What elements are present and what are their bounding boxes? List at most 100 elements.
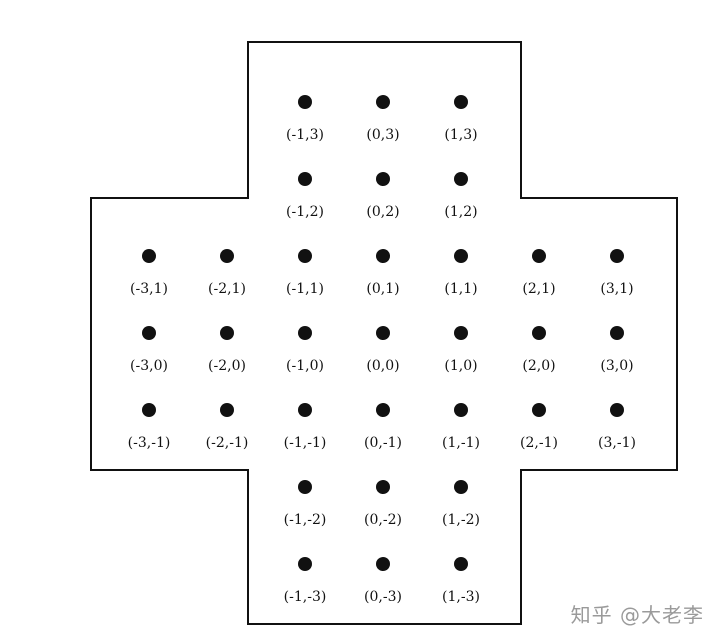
- peg-dot: [220, 326, 234, 340]
- peg-dot: [454, 95, 468, 109]
- coordinate-label: (0,1): [366, 281, 399, 297]
- board-point: (2,-1): [520, 403, 558, 451]
- watermark: 知乎 @大老李: [570, 603, 704, 627]
- coordinate-label: (3,1): [600, 281, 633, 297]
- coordinate-label: (-3,0): [130, 358, 168, 374]
- peg-dot: [454, 172, 468, 186]
- coordinate-label: (-3,-1): [128, 435, 171, 451]
- peg-dot: [298, 557, 312, 571]
- board-point: (1,2): [444, 172, 478, 220]
- peg-dot: [376, 557, 390, 571]
- peg-dot: [610, 403, 624, 417]
- board-point: (0,3): [366, 95, 400, 143]
- board-point: (1,1): [444, 249, 478, 297]
- coordinate-label: (-1,-1): [284, 435, 327, 451]
- board-point: (3,1): [600, 249, 634, 297]
- board-point: (-3,-1): [128, 403, 171, 451]
- board-point: (1,3): [444, 95, 478, 143]
- coordinate-label: (1,0): [444, 358, 477, 374]
- coordinate-label: (1,3): [444, 127, 477, 143]
- peg-dot: [454, 403, 468, 417]
- board-point: (0,-1): [364, 403, 402, 451]
- board-point: (1,-3): [442, 557, 480, 605]
- board-point: (-1,-2): [284, 480, 327, 528]
- board-point: (0,-2): [364, 480, 402, 528]
- coordinate-label: (-3,1): [130, 281, 168, 297]
- board-point: (-2,0): [208, 326, 246, 374]
- board-point: (-1,-1): [284, 403, 327, 451]
- board-point: (-2,1): [208, 249, 246, 297]
- peg-dot: [532, 249, 546, 263]
- coordinate-label: (-1,-3): [284, 589, 327, 605]
- peg-dot: [376, 249, 390, 263]
- peg-dot: [610, 326, 624, 340]
- board-point: (0,1): [366, 249, 400, 297]
- peg-dot: [376, 172, 390, 186]
- board-point: (0,0): [366, 326, 400, 374]
- board-point: (-1,0): [286, 326, 324, 374]
- coordinate-label: (-1,-2): [284, 512, 327, 528]
- coordinate-label: (-1,1): [286, 281, 324, 297]
- points-layer: (-1,3) (0,3) (1,3) (-1,2) (0,2) (1,2) (-3,1) (-…: [128, 95, 636, 605]
- coordinate-label: (1,2): [444, 204, 477, 220]
- board-point: (-3,0): [130, 326, 168, 374]
- coordinate-label: (2,0): [522, 358, 555, 374]
- coordinate-label: (1,-2): [442, 512, 480, 528]
- coordinate-label: (-1,3): [286, 127, 324, 143]
- coordinate-label: (0,-2): [364, 512, 402, 528]
- coordinate-label: (-1,0): [286, 358, 324, 374]
- coordinate-label: (0,3): [366, 127, 399, 143]
- board-point: (2,0): [522, 326, 556, 374]
- board-point: (-3,1): [130, 249, 168, 297]
- peg-dot: [532, 326, 546, 340]
- peg-dot: [454, 249, 468, 263]
- peg-dot: [220, 249, 234, 263]
- peg-dot: [142, 326, 156, 340]
- peg-dot: [376, 95, 390, 109]
- peg-dot: [298, 326, 312, 340]
- board-point: (0,2): [366, 172, 400, 220]
- peg-dot: [376, 326, 390, 340]
- board-point: (1,-1): [442, 403, 480, 451]
- peg-dot: [220, 403, 234, 417]
- peg-dot: [532, 403, 546, 417]
- peg-dot: [142, 249, 156, 263]
- coordinate-label: (-1,2): [286, 204, 324, 220]
- coordinate-label: (1,-1): [442, 435, 480, 451]
- peg-dot: [298, 480, 312, 494]
- board-point: (-1,2): [286, 172, 324, 220]
- coordinate-label: (2,-1): [520, 435, 558, 451]
- peg-dot: [376, 403, 390, 417]
- peg-dot: [142, 403, 156, 417]
- coordinate-label: (-2,1): [208, 281, 246, 297]
- peg-dot: [376, 480, 390, 494]
- coordinate-label: (3,0): [600, 358, 633, 374]
- peg-dot: [454, 480, 468, 494]
- cross-board-outline: [90, 41, 678, 625]
- coordinate-label: (0,0): [366, 358, 399, 374]
- board-point: (-2,-1): [206, 403, 249, 451]
- peg-dot: [454, 326, 468, 340]
- board-point: (3,-1): [598, 403, 636, 451]
- coordinate-label: (3,-1): [598, 435, 636, 451]
- board-point: (2,1): [522, 249, 556, 297]
- board-point: (1,-2): [442, 480, 480, 528]
- board-point: (0,-3): [364, 557, 402, 605]
- peg-dot: [298, 95, 312, 109]
- peg-dot: [454, 557, 468, 571]
- peg-dot: [298, 172, 312, 186]
- board-point: (-1,1): [286, 249, 324, 297]
- board-point: (3,0): [600, 326, 634, 374]
- coordinate-label: (-2,0): [208, 358, 246, 374]
- peg-dot: [298, 403, 312, 417]
- peg-dot: [298, 249, 312, 263]
- coordinate-label: (0,-3): [364, 589, 402, 605]
- coordinate-label: (1,-3): [442, 589, 480, 605]
- board-point: (-1,-3): [284, 557, 327, 605]
- coordinate-label: (-2,-1): [206, 435, 249, 451]
- coordinate-label: (0,2): [366, 204, 399, 220]
- peg-dot: [610, 249, 624, 263]
- coordinate-label: (2,1): [522, 281, 555, 297]
- board-point: (-1,3): [286, 95, 324, 143]
